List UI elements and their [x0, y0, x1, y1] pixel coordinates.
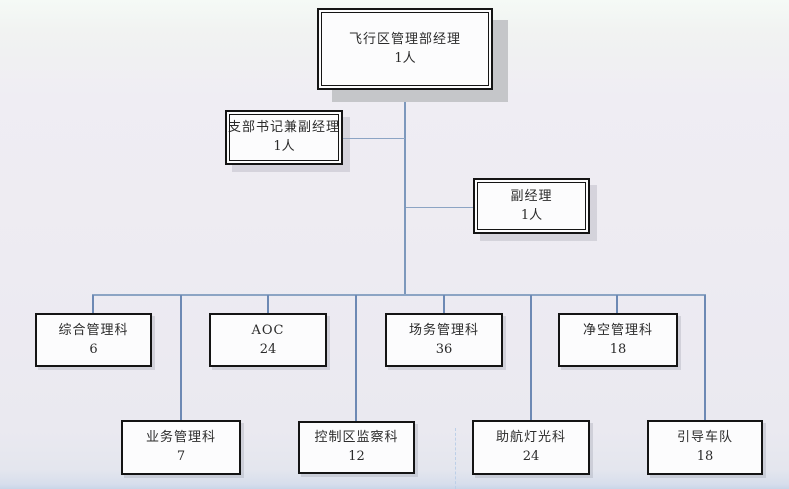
org-node-business-admin: 业务管理科 7	[121, 420, 241, 475]
connector-drop-general-admin	[92, 295, 94, 313]
connector-drop-nav-lighting	[530, 295, 532, 420]
org-node-branch-secretary: 支部书记兼副经理 1人	[225, 110, 343, 165]
node-headcount: 18	[696, 449, 714, 465]
node-headcount: 1人	[273, 139, 295, 155]
node-title: 助航灯光科	[495, 430, 566, 446]
node-title: 控制区监察科	[314, 430, 399, 446]
connector-distribution-horizontal	[92, 294, 706, 296]
node-headcount: 24	[259, 341, 277, 357]
connector-drop-clearance-admin	[616, 295, 618, 313]
node-title: 业务管理科	[145, 430, 216, 446]
connector-drop-business-admin	[180, 295, 182, 420]
node-title: AOC	[251, 322, 285, 338]
org-node-guide-fleet: 引导车队 18	[647, 420, 763, 475]
connector-drop-control-inspection	[355, 295, 357, 421]
org-node-deputy-manager: 副经理 1人	[473, 178, 590, 234]
node-headcount: 18	[609, 341, 627, 357]
node-title: 综合管理科	[58, 322, 129, 338]
node-title: 支部书记兼副经理	[227, 120, 340, 136]
node-headcount: 24	[522, 449, 540, 465]
connector-deputy-horizontal	[406, 207, 473, 208]
node-headcount: 7	[176, 449, 186, 465]
org-node-clearance-admin: 净空管理科 18	[558, 313, 678, 367]
org-node-nav-lighting: 助航灯光科 24	[472, 420, 590, 475]
node-headcount: 1人	[520, 207, 543, 223]
connector-secretary-horizontal	[343, 138, 405, 139]
connector-main-vertical	[404, 90, 406, 295]
node-title: 引导车队	[676, 430, 733, 446]
node-title: 场务管理科	[408, 322, 479, 338]
org-node-field-service: 场务管理科 36	[385, 313, 503, 367]
node-headcount: 12	[348, 449, 365, 465]
node-title: 飞行区管理部经理	[348, 31, 461, 47]
node-headcount: 6	[89, 341, 98, 357]
connector-drop-guide-fleet	[704, 295, 706, 420]
node-title: 副经理	[510, 188, 553, 204]
org-node-top-manager: 飞行区管理部经理 1人	[317, 8, 493, 90]
node-headcount: 1人	[394, 50, 416, 66]
connector-drop-field-service	[443, 295, 445, 313]
org-node-control-inspection: 控制区监察科 12	[298, 421, 415, 474]
node-title: 净空管理科	[582, 322, 653, 338]
org-node-general-admin: 综合管理科 6	[35, 313, 152, 367]
org-node-aoc: AOC 24	[209, 313, 327, 367]
slide-guide-line	[455, 428, 456, 489]
connector-drop-aoc	[267, 295, 269, 313]
node-headcount: 36	[435, 341, 453, 357]
